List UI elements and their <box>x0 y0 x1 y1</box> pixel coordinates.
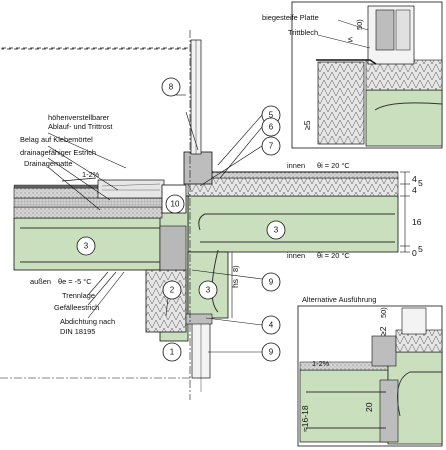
label-slope-main: 1-2% <box>82 170 100 179</box>
slope-arrow <box>61 177 97 182</box>
marker-3-mid: 3 <box>198 280 218 300</box>
inset-dim-le: ≤ <box>348 34 353 44</box>
label-drain-mat: Drainagematte <box>24 159 72 168</box>
label-slope-screed: Gefälleestrich <box>54 303 99 312</box>
alt-dim-50: 50) <box>379 307 388 318</box>
dim-hs-sup: 8) <box>231 265 240 272</box>
marker-9-top: 8 <box>161 77 181 97</box>
svg-text:7: 7 <box>269 142 274 151</box>
marker-10: 10 <box>165 194 185 214</box>
alt-dim-1618: ≈16-18 <box>300 405 310 432</box>
svg-text:6: 6 <box>269 123 274 132</box>
marker-6: 7 <box>261 136 281 156</box>
inset-top: biegesteife Platte Trittblech ≤ 50) ≥5 <box>262 1 443 149</box>
dim-45: 4 <box>412 185 417 195</box>
label-drain-grate: Ablauf- und Trittrost <box>48 122 113 131</box>
svg-text:5: 5 <box>269 111 274 120</box>
svg-text:2: 2 <box>170 286 175 295</box>
label-theta-e: θe = -5 °C <box>58 277 92 286</box>
svg-text:4: 4 <box>269 321 274 330</box>
main-detail: höhenverstellbarer Ablauf- und Trittrost… <box>0 30 423 400</box>
svg-text:9: 9 <box>269 348 274 357</box>
svg-text:8: 8 <box>169 83 174 92</box>
marker-5: 6 <box>261 117 281 137</box>
marker-4: 4 <box>261 315 281 335</box>
alt-slope: 1-2% <box>312 359 330 368</box>
label-theta-i-bottom: θi = 20 °C <box>317 251 350 260</box>
number-markers: 8 5 6 7 10 3 3 2 3 9 4 9 1 <box>76 77 286 362</box>
alt-title: Alternative Ausführung <box>302 295 376 304</box>
drainage-channel <box>97 179 165 199</box>
marker-9-bottom: 9 <box>261 342 281 362</box>
svg-text:10: 10 <box>171 200 180 209</box>
label-outside: außen <box>30 277 51 286</box>
label-height-adjustable: höhenverstellbarer <box>48 113 110 122</box>
dim-05-sub: 5 <box>418 244 423 254</box>
label-theta-i-top: θi = 20 °C <box>317 161 350 170</box>
outer-screed-layer <box>13 206 163 219</box>
interior-slab <box>187 195 399 253</box>
inset-label-plate: biegesteife Platte <box>262 13 319 22</box>
alt-dim-20: 20 <box>364 402 374 412</box>
label-seal-1: Abdichtung nach <box>60 317 115 326</box>
dim-16: 16 <box>412 217 422 227</box>
dim-5: 5 <box>418 178 423 188</box>
dim-hs: hs <box>230 279 240 288</box>
label-drain-screed: drainagefähiger Estrich <box>20 148 96 157</box>
svg-text:1: 1 <box>170 348 175 357</box>
inset-dim-ge5: ≥5 <box>302 120 312 130</box>
alt-dim-ge2: ≥2 <box>378 326 388 336</box>
svg-text:3: 3 <box>206 286 211 295</box>
label-inside-bottom: innen <box>287 251 305 260</box>
svg-text:3: 3 <box>274 226 279 235</box>
marker-3-right: 3 <box>266 220 286 240</box>
svg-text:3: 3 <box>84 242 89 251</box>
marker-1: 1 <box>162 342 182 362</box>
marker-2: 2 <box>162 280 182 300</box>
dim-4: 4 <box>412 174 417 184</box>
marker-3-left: 3 <box>76 236 96 256</box>
marker-8: 9 <box>261 272 281 292</box>
dim-0: 0 <box>412 248 417 258</box>
inset-alternative: Alternative Ausführung 1-2% ≥2 50) 20 ≈1… <box>297 295 443 447</box>
label-separation: Trennlage <box>62 291 95 300</box>
label-seal-2: DIN 18195 <box>60 327 95 336</box>
lower-insulation <box>145 269 187 333</box>
label-inside-top: innen <box>287 161 305 170</box>
inset-dim-50: 50) <box>355 19 364 30</box>
inset-label-sheet: Trittblech <box>288 28 318 37</box>
svg-text:9: 9 <box>269 278 274 287</box>
label-covering: Belag auf Klebemörtel <box>20 135 93 144</box>
